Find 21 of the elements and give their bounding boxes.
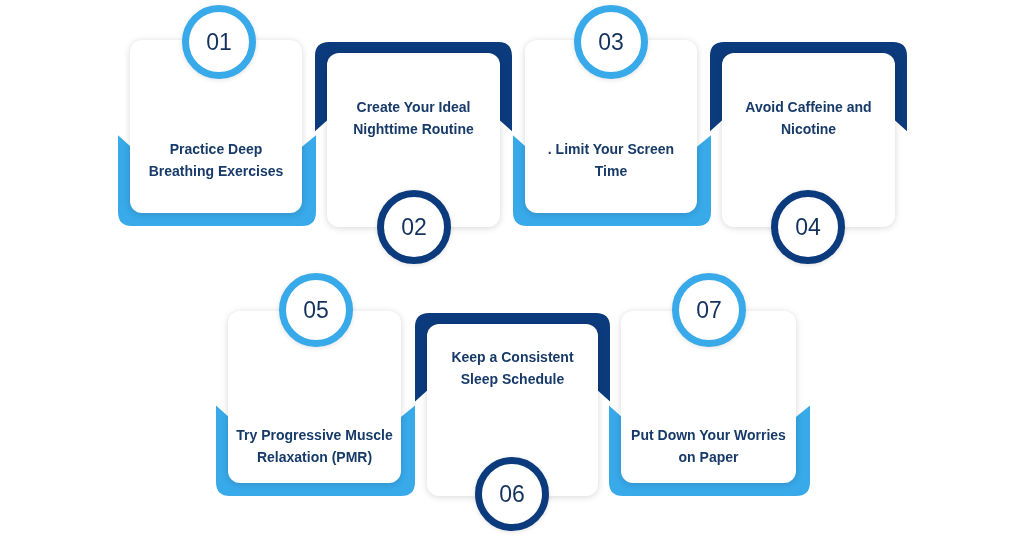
number-circle [771, 190, 845, 264]
number-circle [279, 273, 353, 347]
step-title: Keep a Consistent Sleep Schedule [450, 348, 575, 389]
step-title: . Limit Your Screen Time [546, 140, 676, 181]
number-circle [182, 5, 256, 79]
number-circle [672, 273, 746, 347]
step-title: Avoid Caffeine and Nicotine [744, 98, 873, 139]
number-circle [574, 5, 648, 79]
step-number: 01 [206, 29, 232, 55]
number-circle [377, 190, 451, 264]
step-title: Practice Deep Breathing Exercises [147, 140, 285, 181]
step-number: 03 [598, 29, 624, 55]
step-title: Put Down Your Worries on Paper [630, 426, 787, 467]
step-number: 04 [795, 214, 821, 240]
step-title: Try Progressive Muscle Relaxation (PMR) [235, 426, 394, 467]
step-number: 06 [499, 481, 525, 507]
step-number: 05 [303, 297, 329, 323]
number-circle [475, 457, 549, 531]
step-number: 02 [401, 214, 427, 240]
step-title: Create Your Ideal Nighttime Routine [352, 98, 475, 139]
step-number: 07 [696, 297, 722, 323]
